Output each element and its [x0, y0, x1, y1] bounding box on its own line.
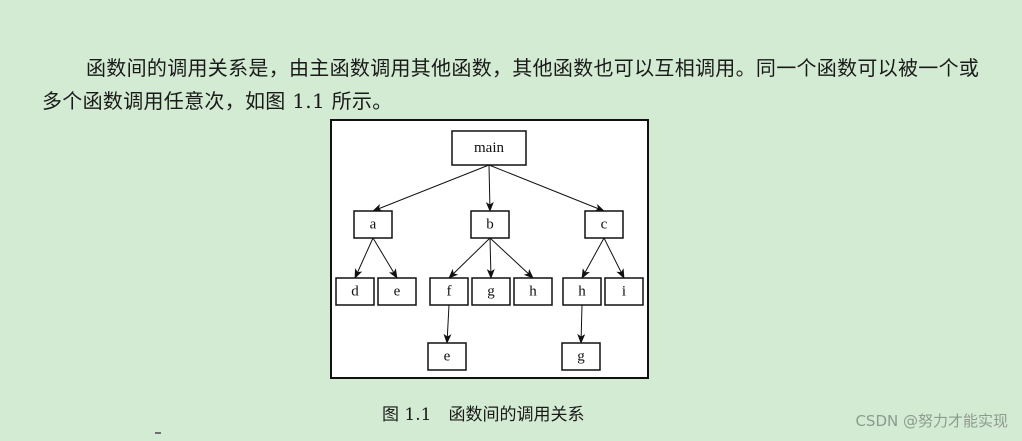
- node-label: e: [394, 284, 401, 300]
- call-graph-diagram: main a b c d e f g h h i e g: [335, 130, 644, 371]
- node-label: a: [370, 217, 377, 233]
- node-h1: h: [513, 277, 553, 306]
- node-label: main: [474, 140, 504, 156]
- node-main: main: [451, 130, 527, 166]
- node-label: i: [622, 284, 626, 300]
- node-e1: e: [377, 277, 417, 306]
- node-g2: g: [561, 342, 601, 371]
- figure-caption: 图 1.1 函数间的调用关系: [382, 405, 585, 425]
- edge-b-to-h1: [489, 237, 534, 279]
- node-label: h: [529, 284, 537, 300]
- node-g1: g: [471, 277, 511, 306]
- node-b: b: [470, 210, 510, 239]
- edge-main-to-c: [488, 164, 605, 212]
- node-e2: e: [427, 342, 467, 371]
- edge-b-to-f: [448, 237, 491, 279]
- node-label: d: [351, 284, 359, 300]
- edge-h2-to-g2: [577, 304, 586, 344]
- node-label: f: [447, 284, 452, 300]
- node-d: d: [335, 277, 375, 306]
- node-label: e: [444, 349, 451, 365]
- edge-f-to-e2: [443, 304, 452, 344]
- node-label: c: [601, 217, 608, 233]
- node-h2: h: [562, 277, 602, 306]
- edge-main-to-a: [372, 164, 490, 212]
- node-label: g: [487, 284, 495, 300]
- stray-mark: [155, 432, 161, 434]
- node-a: a: [353, 210, 393, 239]
- node-label: h: [578, 284, 586, 300]
- edge-a-to-e1: [372, 237, 398, 279]
- node-f: f: [429, 277, 469, 306]
- edge-main-to-b: [485, 164, 494, 212]
- csdn-watermark: CSDN @努力才能实现: [855, 412, 1008, 430]
- edge-c-to-h2: [581, 237, 605, 279]
- edge-b-to-g1: [486, 237, 495, 279]
- node-i: i: [604, 277, 644, 306]
- call-graph-figure: main a b c d e f g h h i e g: [330, 119, 649, 379]
- node-c: c: [584, 210, 624, 239]
- node-label: g: [577, 349, 585, 365]
- node-label: b: [486, 217, 494, 233]
- edge-c-to-i: [603, 237, 625, 279]
- body-paragraph: 函数间的调用关系是，由主函数调用其他函数，其他函数也可以互相调用。同一个函数可以…: [42, 56, 980, 113]
- edge-a-to-d: [354, 237, 374, 279]
